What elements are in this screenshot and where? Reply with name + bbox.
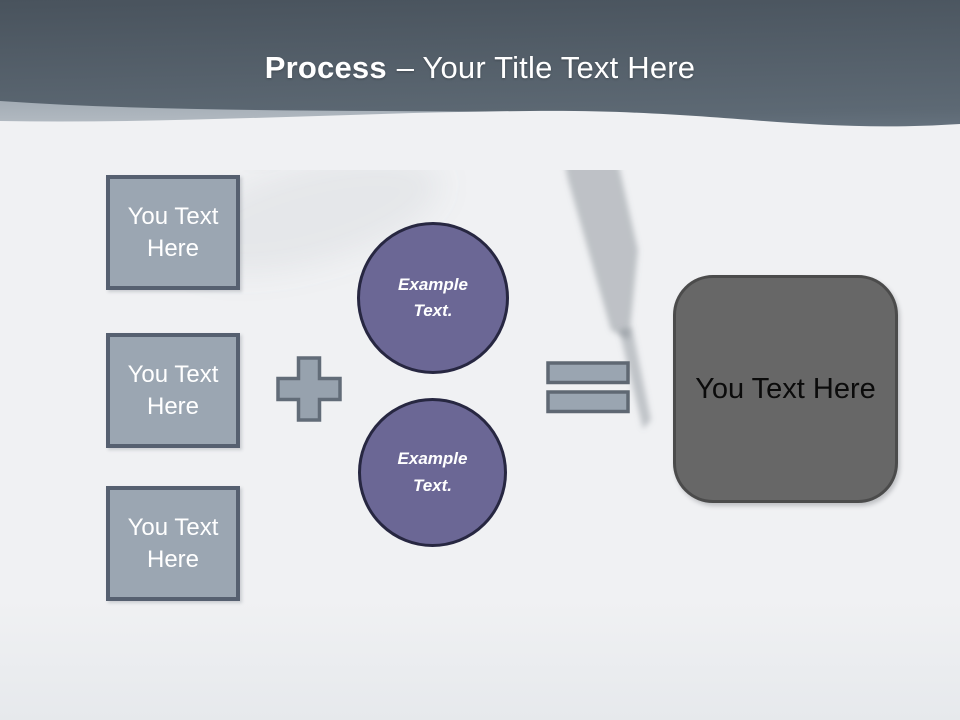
slide-title[interactable]: Process – Your Title Text Here [0,50,960,86]
title-rest: – Your Title Text Here [396,50,696,85]
result-box-label: You Text Here [695,372,876,405]
input-box-1[interactable]: You Text Here [106,175,240,290]
example-circle-label: Example Text. [397,449,468,495]
example-circle-label: Example Text. [398,274,468,320]
result-box[interactable]: You Text Here [673,275,898,503]
input-box-label: You Text Here [127,513,219,573]
title-emphasis: Process [264,50,387,85]
input-box-3[interactable]: You Text Here [106,486,240,601]
input-box-label: You Text Here [127,202,219,262]
tool-shadow-tail [619,327,651,429]
plus-icon [276,356,342,422]
header-white-wave [0,110,960,170]
input-box-2[interactable]: You Text Here [106,333,240,448]
example-circle-2[interactable]: Example Text. [358,398,507,547]
header-band [0,0,960,170]
example-circle-1[interactable]: Example Text. [357,222,509,374]
input-box-label: You Text Here [127,360,219,420]
soft-blob-shadow [179,156,441,274]
equals-icon [546,361,630,414]
